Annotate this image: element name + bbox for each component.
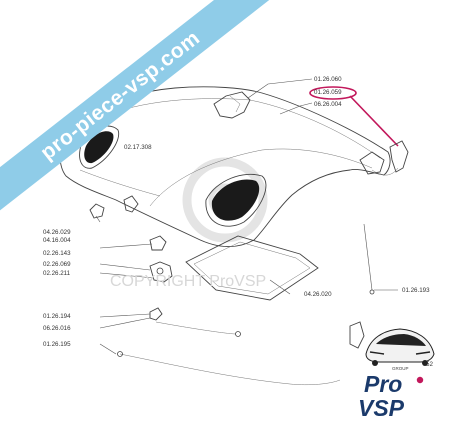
logo-line2: VSP	[358, 395, 405, 421]
ref-label: 02.26.211	[43, 270, 71, 277]
ref-label: 04.26.020	[304, 291, 332, 298]
ref-label: 04.16.004	[43, 237, 71, 244]
logo-line1: Pro	[364, 371, 402, 397]
ref-label: 01.26.194	[43, 313, 71, 320]
provsp-logo: GROUP Pro VSP	[358, 328, 435, 421]
small-parts	[117, 223, 375, 386]
ref-label: 06.26.016	[43, 325, 71, 332]
highlighted-cable	[309, 86, 409, 176]
ref-label: 02.26.143	[43, 250, 71, 257]
reference-labels: 01.26.060 01.26.059 06.26.004 02.17.308 …	[43, 76, 433, 368]
hinge-brackets	[89, 195, 139, 219]
banner-background	[0, 0, 273, 220]
ref-label: 52	[426, 361, 433, 368]
ref-label: 01.26.060	[314, 76, 342, 83]
logo-accent-dot	[416, 376, 424, 384]
copyright-watermark: COPYRIGHT ProVSP	[110, 273, 266, 290]
ref-label: 06.26.004	[314, 101, 342, 108]
bonnet-panel	[59, 86, 391, 247]
ref-label: 01.26.195	[43, 341, 71, 348]
logo-group-text: GROUP	[392, 366, 409, 371]
ref-label: 02.17.308	[124, 144, 152, 151]
ref-label-highlighted: 01.26.059	[314, 89, 342, 96]
ref-label: 01.26.193	[402, 287, 430, 294]
insulation-pad	[185, 235, 319, 301]
ref-label: 02.26.069	[43, 261, 71, 268]
leader-lines	[95, 78, 398, 355]
ref-label: 04.26.029	[43, 229, 71, 236]
banner-text: pro-piece-vsp.com	[36, 26, 204, 164]
